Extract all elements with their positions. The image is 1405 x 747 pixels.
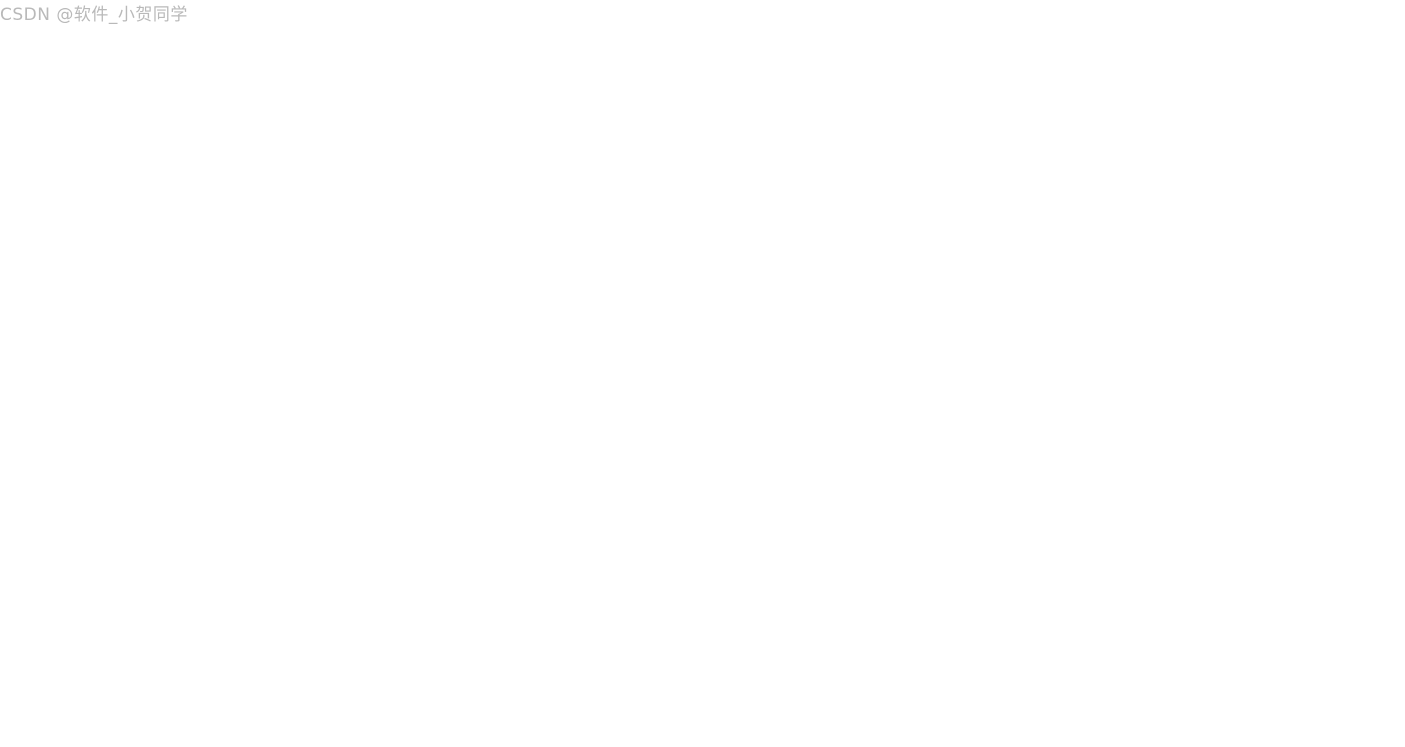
connector-layer (0, 0, 1405, 747)
diagram-canvas: CSDN @软件_小贺同学 (0, 0, 1405, 747)
